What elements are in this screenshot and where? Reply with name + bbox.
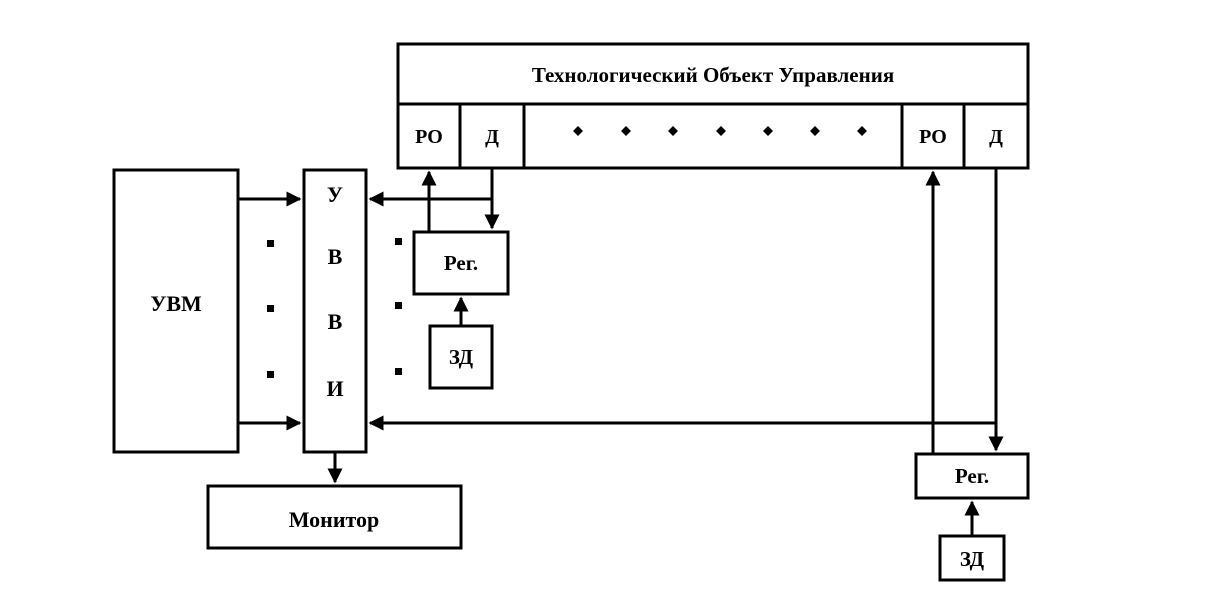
uvvi-letter-3: В — [328, 309, 343, 334]
control-object-title: Технологический Объект Управления — [532, 63, 894, 87]
uvvi-letter-1: У — [327, 182, 343, 207]
uvvi-block: У В В И — [302, 168, 368, 454]
monitor-block: Монитор — [206, 484, 463, 550]
setpoint-1-label: ЗД — [449, 345, 474, 369]
monitor-label: Монитор — [289, 507, 380, 532]
ellipsis-diamonds — [573, 126, 867, 136]
control-object-frame — [396, 42, 1030, 170]
connections — [238, 168, 1004, 536]
right-actuator-label: РО — [919, 126, 947, 148]
regulator-2-label: Рег. — [955, 464, 989, 488]
setpoint-2-label: ЗД — [960, 547, 985, 571]
regulator-1-label: Рег. — [444, 251, 478, 275]
regulator-1: Рег. — [412, 230, 510, 296]
uvvi-letter-4: И — [326, 376, 343, 401]
control-object: Технологический Объект Управления РО Д Р… — [396, 42, 1030, 170]
regulator-2: Рег. — [914, 452, 1030, 500]
right-sensor-label: Д — [989, 126, 1003, 148]
uvvi-output-dots — [395, 238, 402, 375]
uvvi-letter-2: В — [328, 244, 343, 269]
left-actuator-label: РО — [415, 126, 443, 148]
setpoint-1: ЗД — [428, 324, 494, 390]
uvm-uvvi-dots — [267, 240, 274, 378]
left-sensor-label: Д — [485, 126, 499, 148]
uvm-block: УВМ — [112, 168, 240, 454]
uvm-label: УВМ — [150, 291, 202, 316]
setpoint-2: ЗД — [938, 534, 1006, 582]
